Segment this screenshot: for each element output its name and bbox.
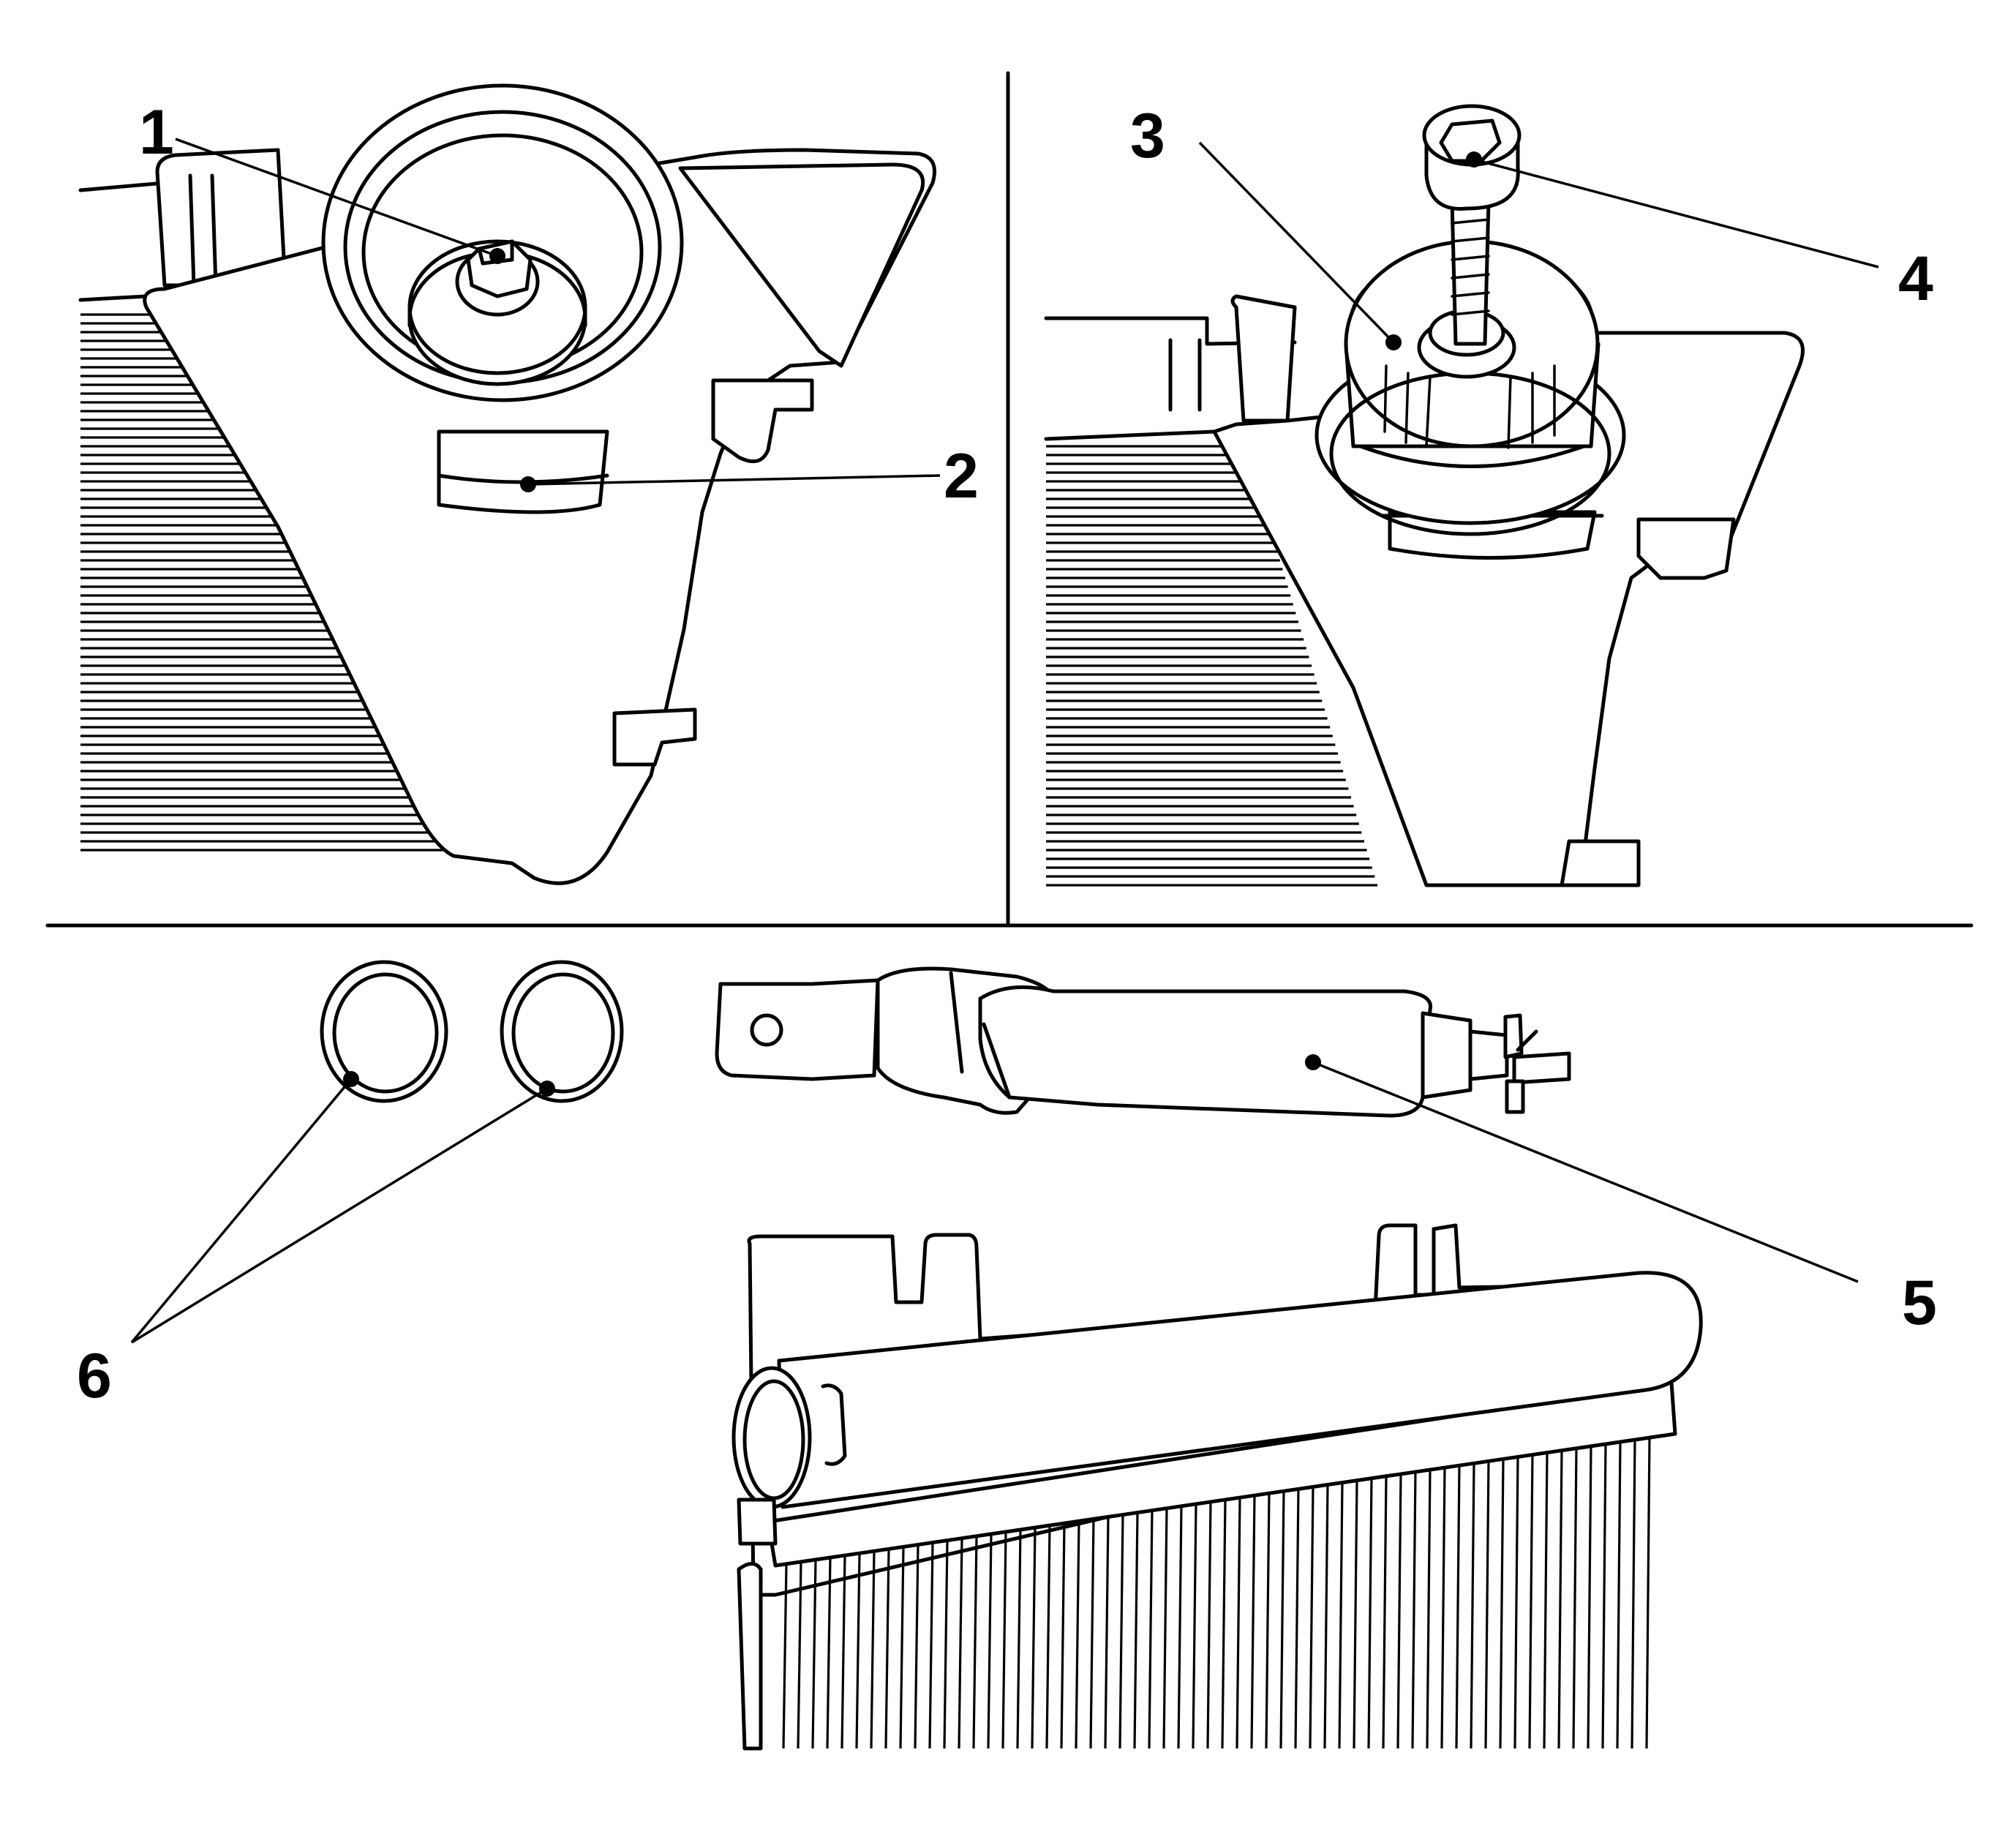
receiver-drier-cartridge (1314, 239, 1626, 536)
leader-lines-panel-2 (1198, 141, 1879, 350)
o-ring-1 (320, 960, 448, 1103)
desiccant-cartridge (715, 966, 1571, 1118)
condenser-top-edge (78, 181, 167, 302)
callout-4: 4 (1898, 244, 1933, 314)
leader-lines-panel-3 (130, 1054, 1859, 1344)
callout-6: 6 (77, 1341, 112, 1411)
callout-5: 5 (1902, 1268, 1937, 1338)
panel-dividers (45, 71, 1974, 928)
screw (1422, 104, 1522, 346)
mounting-bracket (155, 148, 287, 288)
callout-3: 3 (1130, 101, 1165, 171)
panel-top-left (78, 83, 941, 885)
callout-1: 1 (139, 97, 174, 168)
panel-top-right (1044, 104, 1879, 887)
o-ring-2 (500, 960, 624, 1103)
callout-2: 2 (944, 441, 979, 511)
mounting-bracket-2 (1168, 294, 1297, 423)
receiver-drier-cap (407, 239, 587, 386)
panel-bottom (130, 960, 1859, 1751)
condenser-fins-vertical (782, 1437, 1651, 1749)
condenser-fins-right (1046, 445, 1377, 887)
callouts: 1 2 3 4 5 6 (77, 97, 1937, 1411)
leader-lines-panel-1 (175, 138, 941, 492)
condenser-bottom (731, 1223, 1703, 1751)
